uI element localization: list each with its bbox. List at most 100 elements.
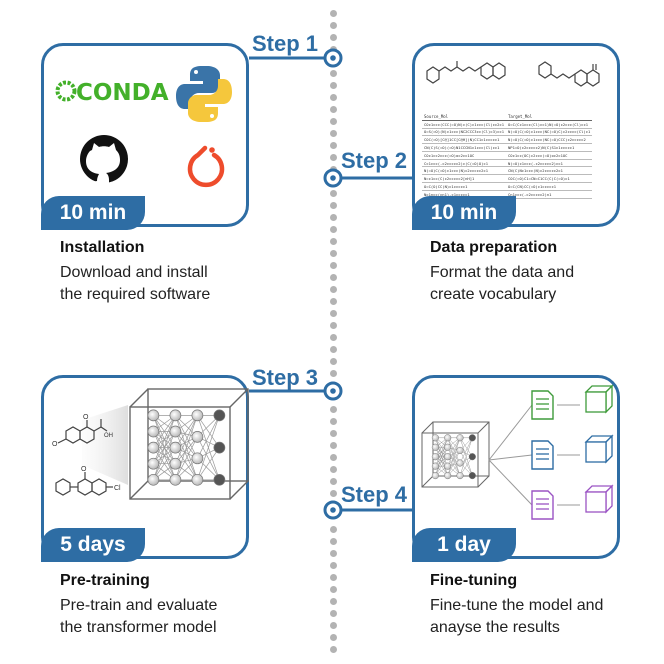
caption-desc-step4-line2: anayse the results <box>430 619 560 636</box>
caption-desc-step1-line1: Download and install <box>60 264 208 281</box>
network-node <box>147 457 160 470</box>
timeline-dot <box>330 310 337 317</box>
timeline-dot <box>330 94 337 101</box>
caption-desc-step1-line2: the required software <box>60 286 211 303</box>
chloro-label: Cl <box>114 485 121 492</box>
caption-desc-step2-line2: create vocabulary <box>430 286 557 303</box>
step-label-2: Step 2 <box>341 148 408 173</box>
timeline-dot <box>330 358 337 365</box>
caption-desc-step3-line1: Pre-train and evaluate <box>60 597 218 614</box>
source-cell: O=S(=O)(N)c1ccc(NC2CCC3cc(Cl)c3)cc1 <box>422 128 507 137</box>
document-icon <box>531 440 554 470</box>
coumarin-acid-molecule-icon <box>57 419 108 444</box>
time-badge-step4: 1 day <box>412 528 516 562</box>
network-node <box>468 434 476 442</box>
network-node <box>169 425 182 438</box>
timeline-dot <box>330 598 337 605</box>
network-node <box>468 472 476 480</box>
time-badge-step3: 5 days <box>41 528 145 562</box>
ketone-o-label: O <box>81 466 87 473</box>
timeline-dot <box>330 106 337 113</box>
network-node <box>147 409 160 422</box>
timeline-dot <box>330 286 337 293</box>
network-node <box>431 472 439 480</box>
caption-desc-step3-line2: the transformer model <box>60 619 217 636</box>
network-node <box>169 457 182 470</box>
timeline-dot <box>330 646 337 653</box>
finetune-outputs <box>488 384 614 520</box>
target-cell: CN(C)Nc1ccc(N)c2ccccc2c1 <box>506 166 593 176</box>
network-node <box>213 473 226 486</box>
network-node <box>213 441 226 454</box>
timeline-dot <box>330 142 337 149</box>
network-node <box>456 434 464 442</box>
acid-o-label: O <box>83 414 89 421</box>
caption-title-step2: Data preparation <box>430 239 558 256</box>
network-node <box>456 459 464 467</box>
network-node <box>444 462 452 470</box>
pytorch-logo-icon <box>187 145 225 188</box>
data-table: Source_Mol Target_Mol COc1ccc(CCC(=O)N)c… <box>422 113 593 199</box>
network-node <box>444 443 452 451</box>
source-cell: N=c1cc(C)c2ccccc2[nH]1 <box>422 174 507 184</box>
caption-desc-step2: Format the data and create vocabulary <box>430 262 660 306</box>
source-cell: N(=O)C(=O)c1ccc(N)c2ccccc2c1 <box>422 166 507 176</box>
timeline-dot <box>330 118 337 125</box>
caption-desc-step1: Download and install the required softwa… <box>60 262 290 306</box>
timeline-dot <box>330 466 337 473</box>
network-node <box>468 453 476 461</box>
connector-step1 <box>249 48 343 68</box>
document-icon <box>531 390 554 420</box>
neural-network-cube-icon <box>129 388 249 500</box>
finetune-network-cube-icon <box>421 421 490 488</box>
timeline-dot <box>330 154 337 161</box>
output-cube-icon <box>584 434 614 464</box>
table-header-source: Source_Mol <box>422 113 507 121</box>
network-node <box>191 431 204 443</box>
timeline-dot <box>330 130 337 137</box>
source-cell: COC(=O)[C@]1CC[C@H](N)CC1c1ccccc1 <box>422 135 507 145</box>
timeline-dot <box>330 550 337 557</box>
timeline-dot <box>330 214 337 221</box>
network-node <box>213 409 226 422</box>
network-node <box>147 441 160 454</box>
timeline-dot <box>330 526 337 533</box>
flavone-molecule-icon <box>55 472 113 496</box>
source-molecule-icon <box>426 61 506 84</box>
timeline-dot <box>330 322 337 329</box>
github-logo-icon <box>80 135 128 189</box>
timeline-dot <box>330 298 337 305</box>
caption-desc-step4-line1: Fine-tune the model and <box>430 597 604 614</box>
network-node <box>147 473 160 486</box>
timeline-dot <box>330 442 337 449</box>
acid-oh-label: OH <box>104 433 113 439</box>
source-cell: COc1ccc(CCC(=O)N)c(C)c1ccc(Cl)cc2c1 <box>422 120 507 129</box>
python-logo-icon <box>176 66 232 122</box>
caption-desc-step3: Pre-train and evaluate the transformer m… <box>60 595 290 639</box>
timeline-dot <box>330 10 337 17</box>
target-cell: COc1cc(OC)c2ccc(=O)oc2c1OC <box>506 151 593 160</box>
target-cell: O=C(CN)CC(=O)c1ccccc1 <box>506 182 593 191</box>
timeline-dot <box>330 454 337 461</box>
network-node <box>444 453 452 461</box>
output-cube-icon <box>584 384 614 414</box>
time-badge-step2: 10 min <box>412 196 516 230</box>
network-node <box>431 453 439 461</box>
timeline-dot <box>330 610 337 617</box>
caption-title-step1: Installation <box>60 239 145 256</box>
network-node <box>169 409 182 422</box>
network-node <box>456 472 464 480</box>
output-cube-icon <box>584 484 614 514</box>
time-badge-step1: 10 min <box>41 196 145 230</box>
target-cell: NP1=O(c2ccccc2)N(C)S1c1ccccc1 <box>506 143 593 152</box>
network-node <box>444 434 452 442</box>
timeline-dot <box>330 478 337 485</box>
timeline-dot <box>330 70 337 77</box>
methoxy-label: O <box>52 441 58 448</box>
